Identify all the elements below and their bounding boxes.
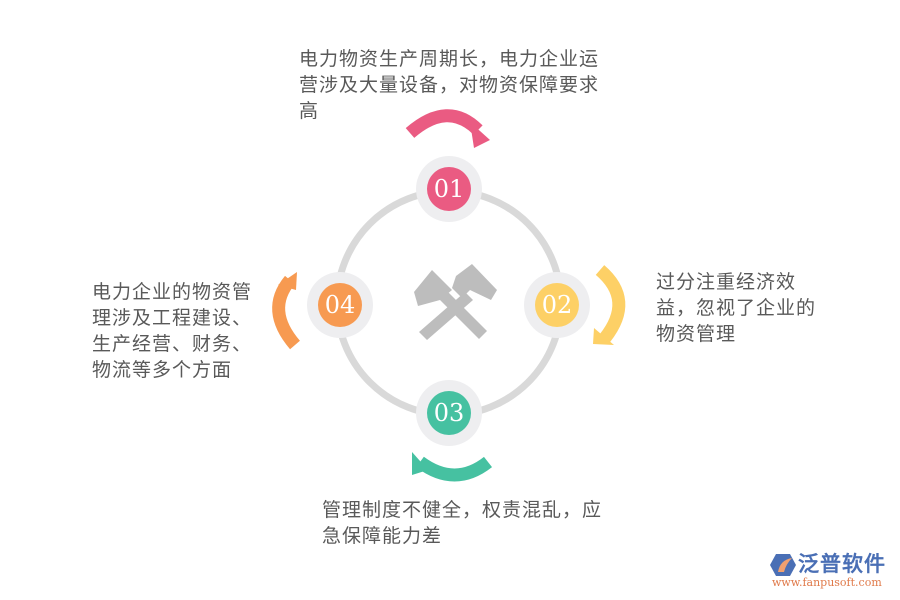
logo-mark-icon bbox=[770, 554, 796, 576]
step-number-02: 02 bbox=[541, 291, 573, 319]
step-badge-04 bbox=[307, 272, 373, 338]
arrow-03 bbox=[412, 452, 493, 482]
step-badge-01 bbox=[416, 156, 482, 222]
brand-logo: 泛普软件 www.fanpusoft.com bbox=[768, 550, 898, 595]
arrow-04 bbox=[272, 272, 301, 350]
step-number-03: 03 bbox=[433, 399, 465, 427]
logo-url: www.fanpusoft.com bbox=[772, 576, 882, 589]
step-number-04: 04 bbox=[324, 291, 356, 319]
crossed-hammers-icon bbox=[414, 264, 497, 340]
step-text-01: 电力物资生产周期长，电力企业运营涉及大量设备，对物资保障要求高 bbox=[299, 48, 600, 122]
step-text-04: 电力企业的物资管理涉及工程建设、生产经营、财务、物流等多个方面 bbox=[92, 281, 253, 381]
step-badge-03 bbox=[416, 380, 482, 446]
arrow-02 bbox=[593, 265, 626, 345]
step-text-03: 管理制度不健全，权责混乱，应急保障能力差 bbox=[322, 499, 603, 547]
step-number-01: 01 bbox=[433, 175, 465, 203]
step-text-02: 过分注重经济效益，忽视了企业的物资管理 bbox=[656, 271, 817, 345]
arrow-01 bbox=[405, 109, 490, 148]
logo-name: 泛普软件 bbox=[798, 552, 886, 576]
step-badge-02 bbox=[524, 272, 590, 338]
